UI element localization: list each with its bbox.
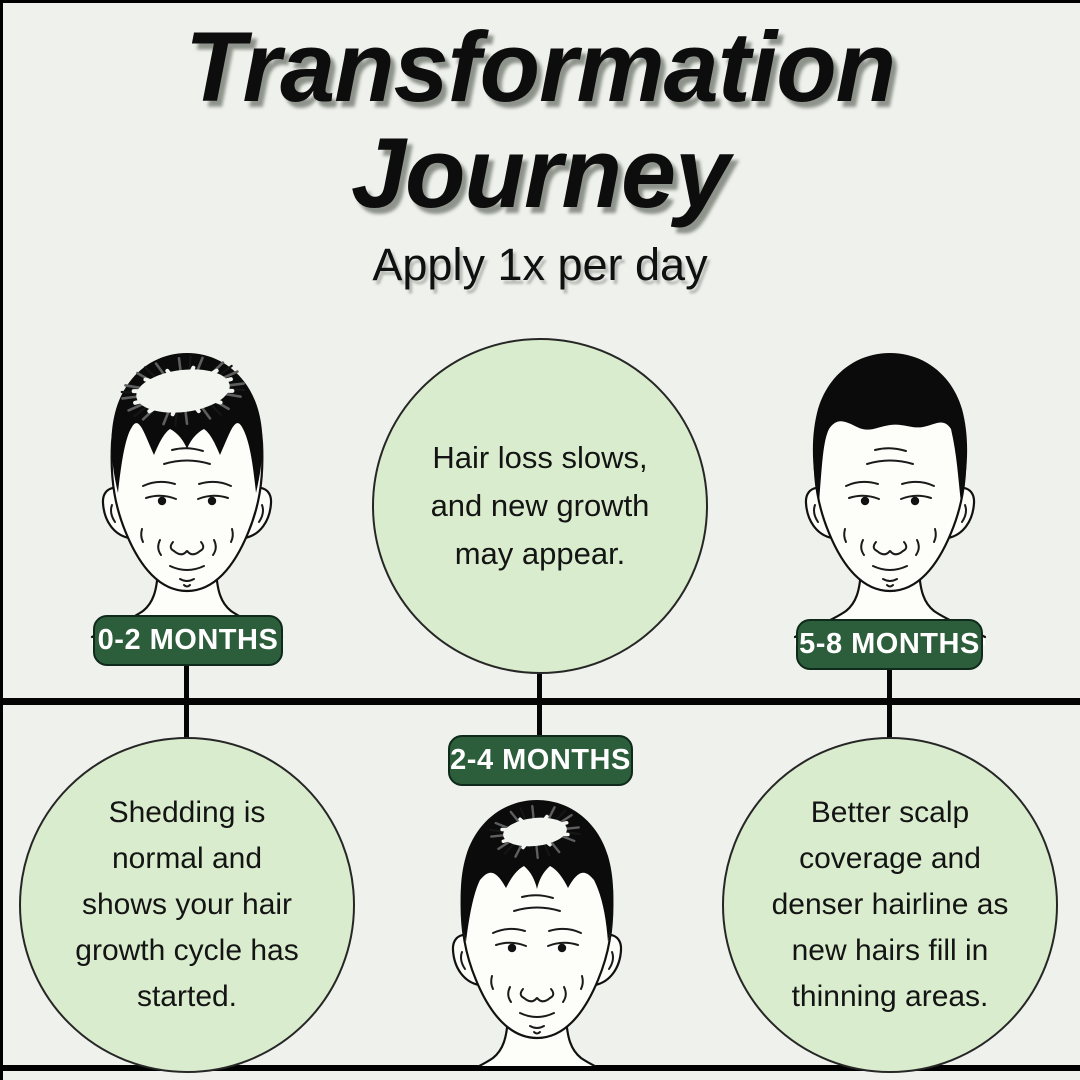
connector-stage3 <box>887 664 892 740</box>
bottom-border-line <box>0 1065 1080 1071</box>
note-line: growth cycle has <box>75 934 299 967</box>
page-title-line1: Transformation <box>184 11 896 122</box>
note-line: coverage and <box>799 842 981 875</box>
note-line: normal and <box>111 842 263 875</box>
stage2-months-badge: 2-4 MONTHS <box>448 735 633 786</box>
top-border-line <box>0 0 1080 3</box>
hair <box>812 353 968 503</box>
note-line: shows your hair <box>81 888 293 921</box>
stage3-months-badge: 5-8 MONTHS <box>796 619 983 670</box>
note-line: new hairs fill in <box>791 934 989 967</box>
bald-spot-icon <box>489 804 581 860</box>
note-line: denser hairline as <box>771 888 1009 921</box>
note-line: thinning areas. <box>791 980 989 1013</box>
left-border-line <box>0 0 3 1080</box>
connector-stage1 <box>184 664 189 740</box>
stage1-months-badge: 0-2 MONTHS <box>93 615 283 666</box>
note-line: Shedding is <box>108 796 266 829</box>
note-bubble-stage3: Better scalp coverage and denser hairlin… <box>722 737 1058 1073</box>
header: Transformation Journey Apply 1x per day <box>0 14 1080 290</box>
bald-spot-icon <box>120 355 246 427</box>
note-line: and new growth <box>430 488 650 523</box>
note-line: Hair loss slows, <box>432 440 648 475</box>
head-stage1-illustration <box>82 345 292 645</box>
note-line: Better scalp <box>810 796 970 829</box>
note-line: may appear. <box>454 536 626 571</box>
subtitle: Apply 1x per day <box>372 239 708 290</box>
note-bubble-stage1: Shedding is normal and shows your hair g… <box>19 737 355 1073</box>
page-title-line2: Journey <box>350 117 730 228</box>
head-stage3-illustration <box>785 345 995 645</box>
note-bubble-stage2: Hair loss slows, and new growth may appe… <box>372 338 708 674</box>
connector-stage2 <box>537 671 542 738</box>
head-stage2-illustration <box>432 792 642 1066</box>
note-line: started. <box>136 980 238 1013</box>
